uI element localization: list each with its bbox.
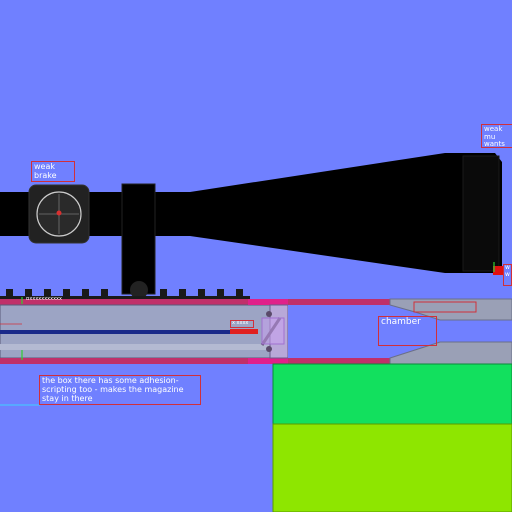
note-red-small[interactable]: x xxxx [230, 320, 254, 328]
note-right-edge[interactable]: w w [503, 264, 512, 286]
note-rail-tiny: Bxxxxxxxxxxx [26, 297, 62, 302]
bolt-rod [0, 330, 230, 334]
lime-block[interactable] [272, 423, 512, 512]
knob-icon [130, 281, 148, 299]
scope-mount[interactable] [121, 183, 156, 295]
rail-teeth [6, 289, 243, 296]
chamber-gap [288, 305, 390, 358]
receiver-top-edge [0, 299, 390, 305]
red-marker[interactable] [493, 266, 503, 275]
receiver-lower-channel [0, 344, 270, 350]
objective-lens-bell [462, 155, 500, 272]
receiver-bottom-edge [0, 358, 390, 364]
note-chamber[interactable]: chamber [378, 316, 437, 346]
crosshair-icon [36, 191, 82, 237]
chamber-upper-cone [389, 298, 512, 321]
scope-body [0, 153, 445, 273]
rail-base [0, 296, 250, 301]
note-brake-axle[interactable]: weak brake axle [31, 161, 75, 182]
receiver[interactable] [0, 297, 390, 364]
bolt-tip [230, 329, 258, 334]
rifle-scope[interactable] [0, 153, 502, 299]
note-box-adhesion[interactable]: the box there has some adhesion- scripti… [39, 375, 201, 405]
picatinny-rail[interactable] [0, 289, 250, 301]
selection-handle[interactable] [261, 317, 285, 345]
green-block[interactable] [272, 363, 512, 425]
note-cover[interactable]: weak mu wants to cover [481, 124, 512, 148]
